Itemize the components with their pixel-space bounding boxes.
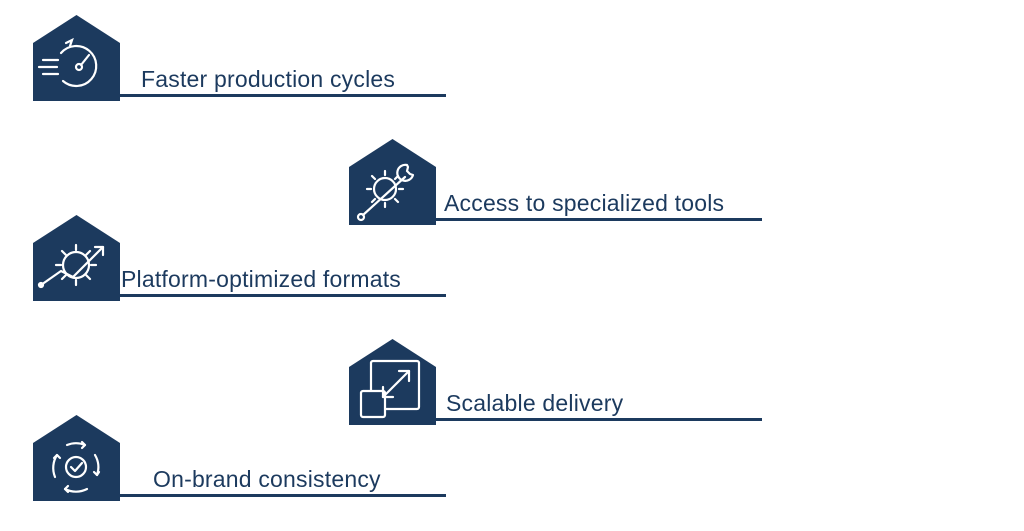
feature-item-on-brand: On-brand consistency (33, 413, 446, 503)
feature-label: Faster production cycles (141, 66, 396, 92)
feature-item-specialized-tools: Access to specialized tools (349, 137, 762, 227)
house-badge (33, 13, 120, 101)
house-badge (33, 213, 120, 301)
item-underline (120, 494, 446, 497)
house-badge (33, 413, 120, 501)
gear-wrench-icon (349, 139, 436, 225)
resize-arrow-icon (349, 339, 436, 425)
gear-growth-chart-icon (33, 215, 120, 301)
feature-label: Access to specialized tools (444, 190, 725, 216)
speedometer-icon (33, 15, 120, 101)
feature-label: On-brand consistency (153, 466, 381, 492)
feature-label: Platform-optimized formats (121, 266, 401, 292)
item-underline (120, 94, 446, 97)
house-badge (349, 137, 436, 225)
item-underline (436, 418, 762, 421)
house-badge (349, 337, 436, 425)
item-underline (120, 294, 446, 297)
feature-item-platform-formats: Platform-optimized formats (33, 213, 446, 303)
cycle-check-icon (33, 415, 120, 501)
item-underline (436, 218, 762, 221)
feature-label: Scalable delivery (446, 390, 624, 416)
feature-item-scalable-delivery: Scalable delivery (349, 337, 762, 427)
feature-item-faster-production: Faster production cycles (33, 13, 446, 103)
